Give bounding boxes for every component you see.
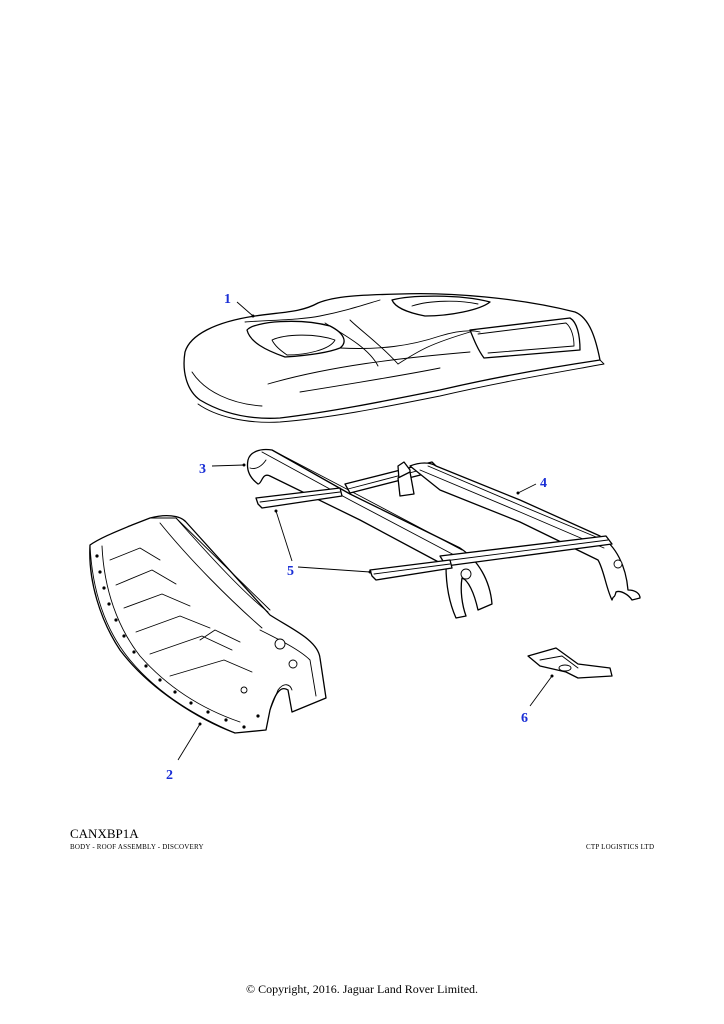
diagram-code: CANXBP1A <box>70 826 139 841</box>
callout-label-5: 5 <box>287 564 294 579</box>
part-1-roof-panel <box>183 292 605 423</box>
callout-6: 6 <box>521 674 554 726</box>
callout-1: 1 <box>224 292 255 318</box>
callout-label-2: 2 <box>166 768 173 783</box>
callout-2: 2 <box>166 722 202 783</box>
callout-3: 3 <box>199 462 246 477</box>
part-2-front-header <box>89 515 327 734</box>
callout-label-3: 3 <box>199 462 206 477</box>
callout-label-1: 1 <box>224 292 231 307</box>
company-name: CTP LOGISTICS LTD <box>586 843 655 851</box>
part-6-bracket <box>527 647 613 679</box>
callout-5: 5 <box>274 509 372 579</box>
callout-label-6: 6 <box>521 711 528 726</box>
diagram-description: BODY - ROOF ASSEMBLY - DISCOVERY <box>70 843 204 851</box>
copyright-notice: © Copyright, 2016. Jaguar Land Rover Lim… <box>245 982 479 996</box>
callout-4: 4 <box>516 476 547 495</box>
part-5-roof-bows <box>255 487 453 581</box>
callout-label-4: 4 <box>540 476 547 491</box>
part-4-roof-bow-assembly <box>246 448 641 619</box>
